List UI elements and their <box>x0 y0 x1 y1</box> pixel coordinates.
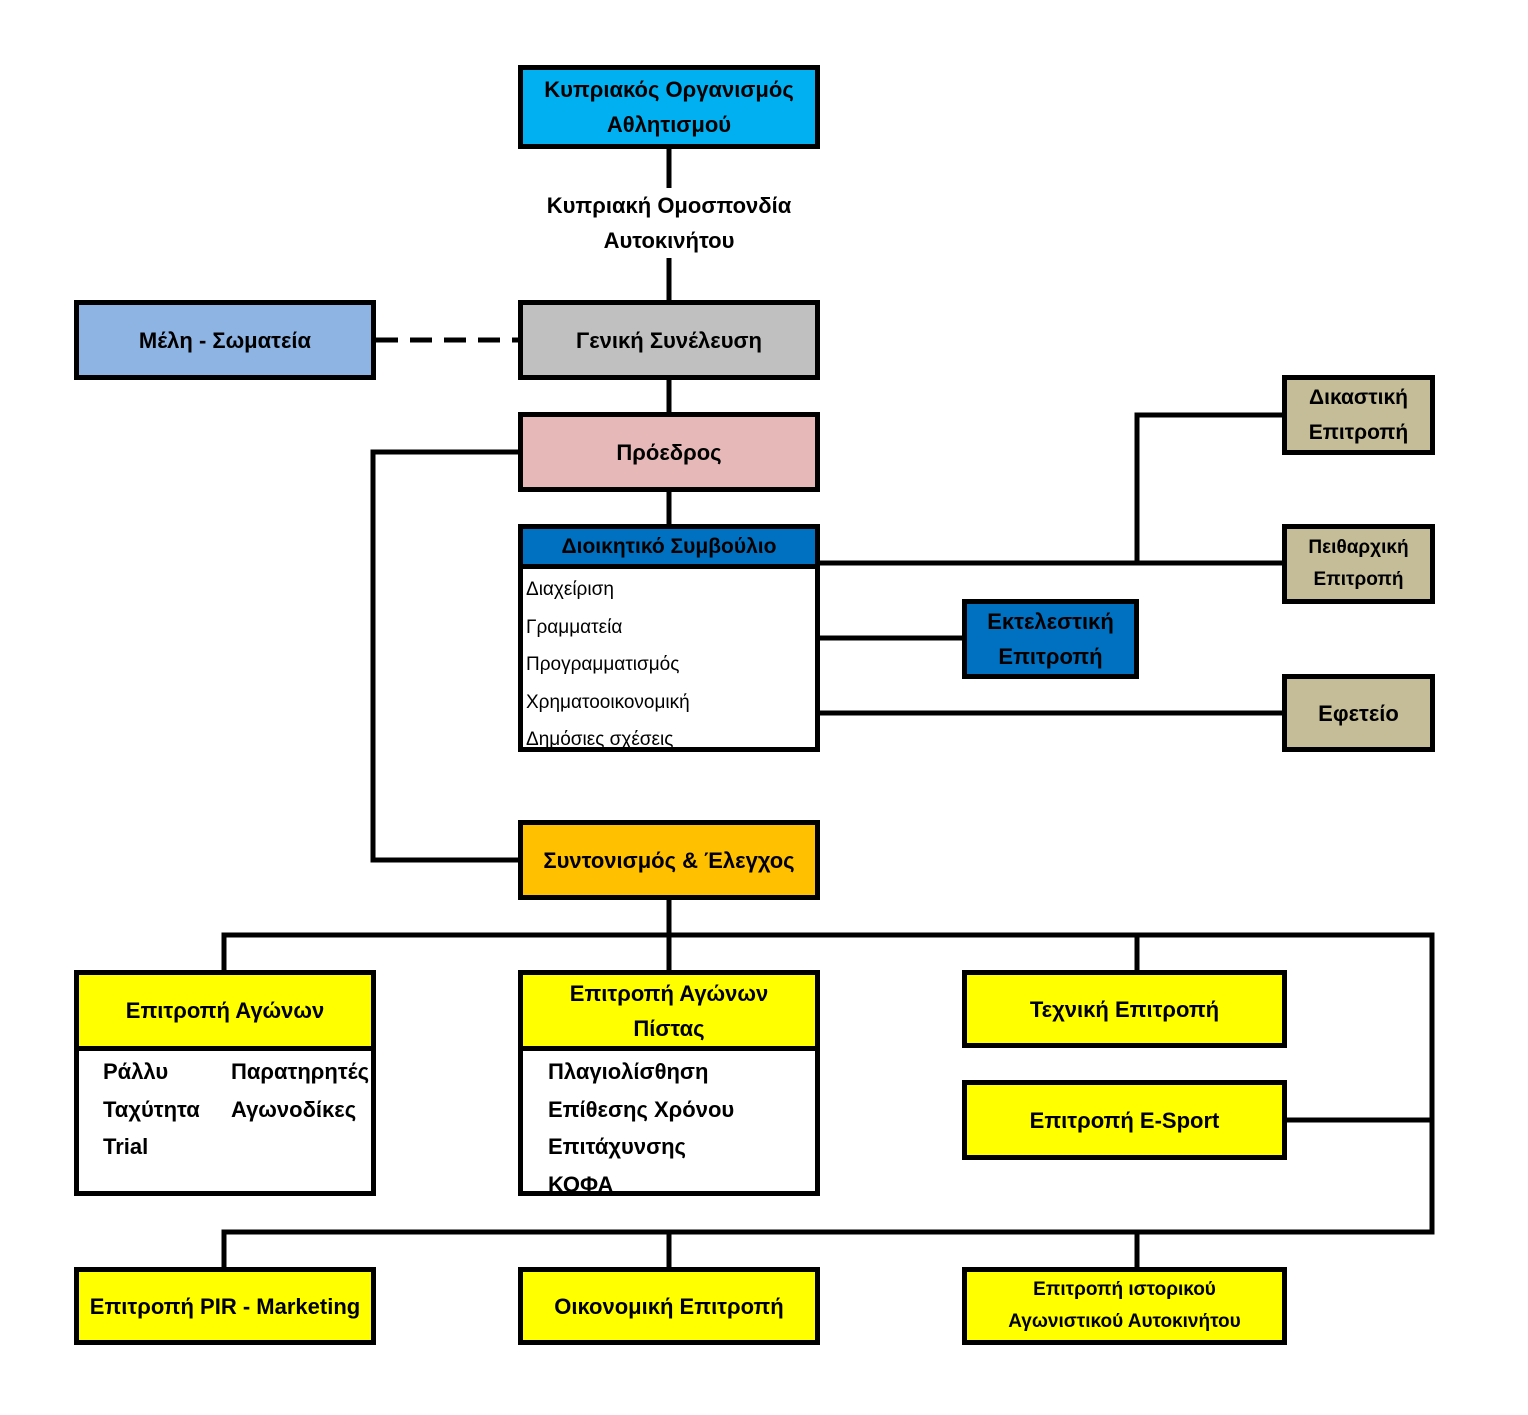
node-historic: Επιτροπή ιστορικού Αγωνιστικού Αυτοκινήτ… <box>962 1267 1287 1345</box>
node-esport: Επιτροπή E-Sport <box>962 1080 1287 1160</box>
link-committee-top-bus <box>221 932 1435 1267</box>
race-official-item: Παρατηρητές <box>231 1059 370 1084</box>
race-official-item: Αγωνοδίκες <box>231 1096 357 1122</box>
board-duty-item: Προγραμματισμός <box>526 654 680 675</box>
track-category-item: Επιτάχυνσης <box>548 1134 686 1159</box>
node-coordination: Συντονισμός & Έλεγχος <box>518 820 820 900</box>
node-federation: Κυπριακή Ομοσπονδία Αυτοκινήτου <box>520 188 818 258</box>
link-president-coordination <box>370 449 518 863</box>
race-type-item: Ράλλυ <box>103 1059 169 1084</box>
board-duty-item: Δημόσιες σχέσεις <box>526 729 674 750</box>
node-pir: Επιτροπή PIR - Marketing <box>74 1267 376 1345</box>
board-title: Διοικητικό Συμβούλιο <box>523 529 815 569</box>
node-judicial: Δικαστική Επιτροπή <box>1282 375 1435 455</box>
node-executive: Εκτελεστική Επιτροπή <box>962 599 1139 679</box>
board-duty-item: Διαχείριση <box>526 579 614 600</box>
races-title: Επιτροπή Αγώνων <box>79 975 371 1051</box>
link-judicial-branch <box>1134 412 1282 563</box>
node-appeals: Εφετείο <box>1282 674 1435 752</box>
board-duty-item: Γραμματεία <box>526 616 623 638</box>
node-sport-org: Κυπριακός Οργανισμός Αθλητισμού <box>518 65 820 149</box>
track-title: Επιτροπή Αγώνων Πίστας <box>523 975 815 1051</box>
track-category-item: Πλαγιολίσθηση <box>548 1059 709 1084</box>
node-disciplinary: Πειθαρχική Επιτροπή <box>1282 524 1435 604</box>
node-technical: Τεχνική Επιτροπή <box>962 970 1287 1048</box>
race-type-item: Ταχύτητα <box>103 1096 200 1122</box>
node-president: Πρόεδρος <box>518 412 820 492</box>
node-general-assembly: Γενική Συνέλευση <box>518 300 820 380</box>
node-members: Μέλη - Σωματεία <box>74 300 376 380</box>
track-category-item: Επίθεσης Χρόνου <box>548 1096 735 1122</box>
race-type-item: Trial <box>103 1134 149 1159</box>
board-duty-item: Χρηματοοικονομική <box>526 691 690 713</box>
track-category-item: ΚΟΦΑ <box>548 1171 614 1197</box>
node-finance: Οικονομική Επιτροπή <box>518 1267 820 1345</box>
